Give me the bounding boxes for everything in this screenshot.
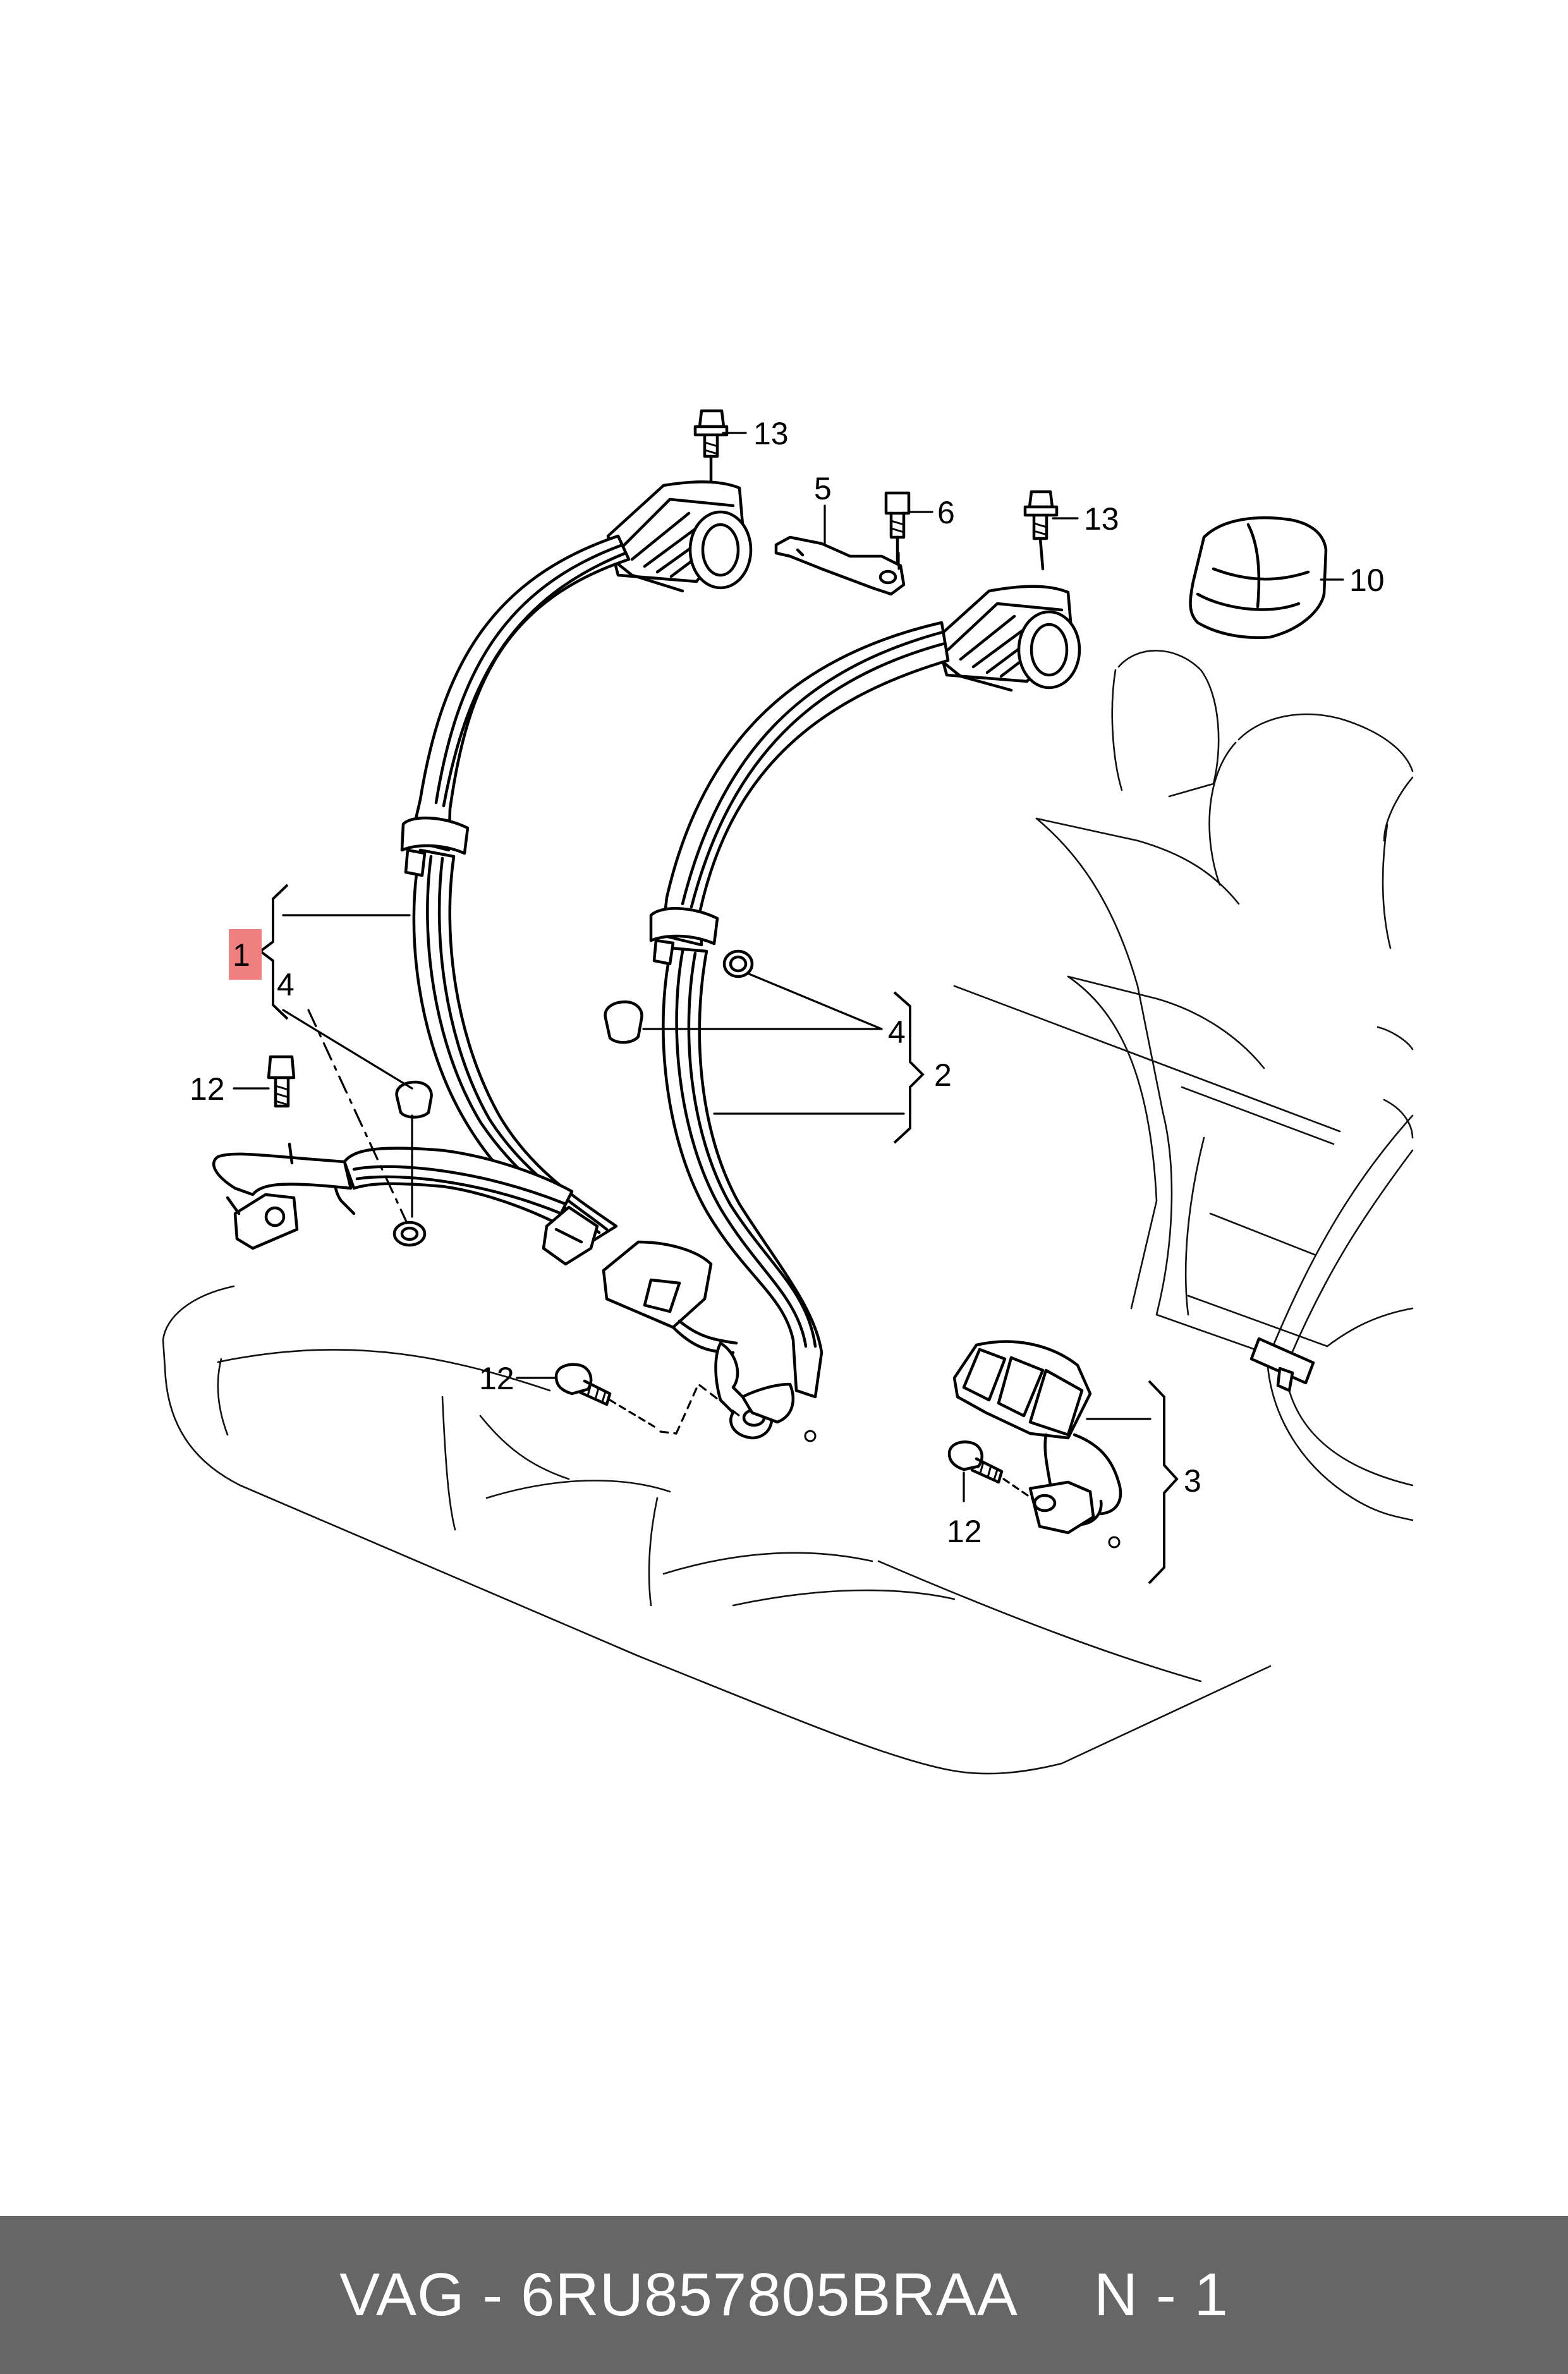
bolt-12-right xyxy=(947,1440,1035,1500)
seat-belt-exploded-diagram: 1 2 3 4 4 5 6 10 12 12 12 13 13 xyxy=(162,409,1414,1775)
bolt-12-left xyxy=(267,1055,296,1165)
callout-12-right[interactable]: 12 xyxy=(947,1514,982,1549)
callout-12-left[interactable]: 12 xyxy=(190,1071,225,1107)
anchor-cap-left-lower xyxy=(392,1220,427,1247)
callout-6[interactable]: 6 xyxy=(937,495,955,530)
bolt-13-left xyxy=(693,409,729,482)
callout-5[interactable]: 5 xyxy=(814,471,832,506)
callout-4-left[interactable]: 4 xyxy=(277,967,295,1002)
bolt-12-center xyxy=(554,1363,659,1430)
cover-bracket-5 xyxy=(774,535,906,596)
anchor-cap-right-lower xyxy=(604,1000,643,1044)
callout-1-highlight xyxy=(229,929,262,980)
leader-lines xyxy=(233,432,1344,1502)
callout-10[interactable]: 10 xyxy=(1349,563,1385,598)
retractor-left xyxy=(606,480,753,593)
callout-12-center[interactable]: 12 xyxy=(479,1361,514,1396)
anchor-cap-right-upper xyxy=(722,949,754,978)
callout-2[interactable]: 2 xyxy=(934,1057,952,1093)
callout-4-right[interactable]: 4 xyxy=(888,1014,906,1050)
part-number-label: VAG - 6RU857805BRAA xyxy=(339,2261,1018,2328)
footer-bar: VAG - 6RU857805BRAA N - 1 xyxy=(0,2216,1568,2374)
left-belt-assembly xyxy=(212,480,817,1442)
callout-3[interactable]: 3 xyxy=(1184,1463,1201,1499)
page-label: N - 1 xyxy=(1093,2261,1229,2328)
callout-labels: 1 2 3 4 4 5 6 10 12 12 12 13 13 xyxy=(190,416,1385,1549)
callout-13-left[interactable]: 13 xyxy=(753,416,789,451)
callout-13-right[interactable]: 13 xyxy=(1084,501,1119,537)
retractor-right xyxy=(935,585,1081,692)
bolt-13-right xyxy=(1023,490,1059,571)
right-belt-assembly xyxy=(604,585,1081,1424)
anchor-cap-left-upper xyxy=(395,1080,433,1119)
trim-cover-10 xyxy=(1189,516,1328,639)
rear-seat-background xyxy=(162,650,1414,1775)
bolt-6 xyxy=(884,491,911,571)
center-buckle-assembly xyxy=(952,1340,1122,1549)
callout-1[interactable]: 1 xyxy=(233,937,250,973)
